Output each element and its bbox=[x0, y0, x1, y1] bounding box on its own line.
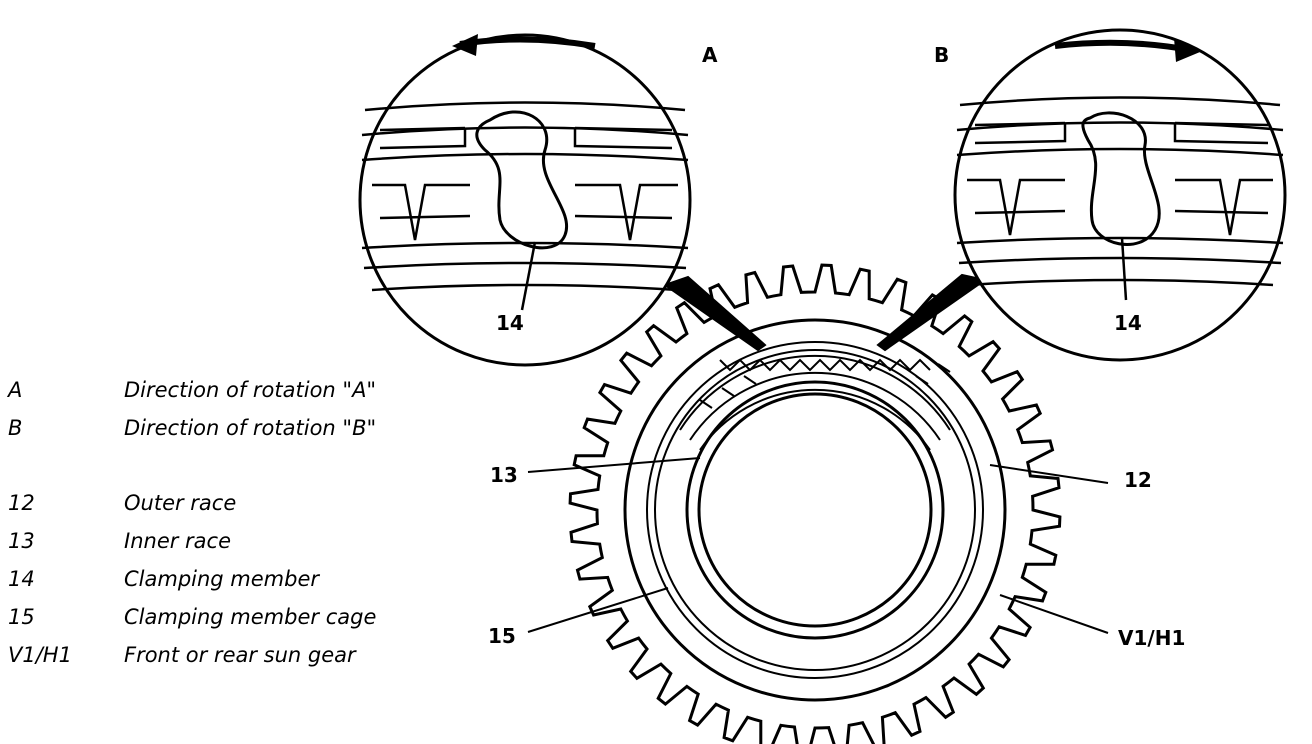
clamp-b-label: 14 bbox=[1114, 311, 1142, 335]
freewheel-rings bbox=[623, 318, 1007, 702]
inner-race-outer bbox=[685, 380, 945, 640]
gear-outline bbox=[568, 263, 1062, 744]
legend-code: 15 bbox=[8, 605, 35, 629]
legend-description: Outer race bbox=[124, 491, 237, 515]
detail-b-circle bbox=[953, 28, 1287, 362]
clamping-elements-zone bbox=[679, 354, 951, 451]
sun-gear-teeth bbox=[568, 263, 1062, 744]
outer-race-ring bbox=[623, 318, 1007, 702]
legend-code: 14 bbox=[8, 567, 35, 591]
legend-description: Clamping member cage bbox=[124, 605, 377, 629]
arrow-a bbox=[452, 34, 596, 56]
callout-leaders bbox=[527, 457, 1109, 634]
outer-race-label: 12 bbox=[1124, 468, 1152, 492]
inner-race-inner bbox=[697, 392, 933, 628]
legend-description: Inner race bbox=[124, 529, 232, 553]
legend-description: Clamping member bbox=[124, 567, 320, 591]
cage-label: 15 bbox=[488, 624, 516, 648]
legend-code: V1/H1 bbox=[8, 643, 72, 667]
detail-a-label: A bbox=[702, 43, 718, 67]
legend-description: Front or rear sun gear bbox=[124, 643, 356, 667]
legend-description: Direction of rotation "B" bbox=[124, 416, 377, 440]
detail-b-label: B bbox=[934, 43, 949, 67]
detail-leaders bbox=[662, 273, 988, 352]
inner-race-label: 13 bbox=[490, 463, 518, 487]
clamp-a-label: 14 bbox=[496, 311, 524, 335]
legend-code: 12 bbox=[8, 491, 35, 515]
legend-description: Direction of rotation "A" bbox=[124, 378, 377, 402]
cage-ring-inner bbox=[654, 349, 976, 671]
legend-code: B bbox=[8, 416, 23, 440]
legend-code: A bbox=[8, 378, 23, 402]
sun-gear-label: V1/H1 bbox=[1118, 626, 1185, 650]
detail-a-circle bbox=[358, 33, 692, 367]
arrow-b bbox=[1054, 38, 1200, 62]
cage-ring-outer bbox=[646, 341, 984, 679]
legend-code: 13 bbox=[8, 529, 35, 553]
